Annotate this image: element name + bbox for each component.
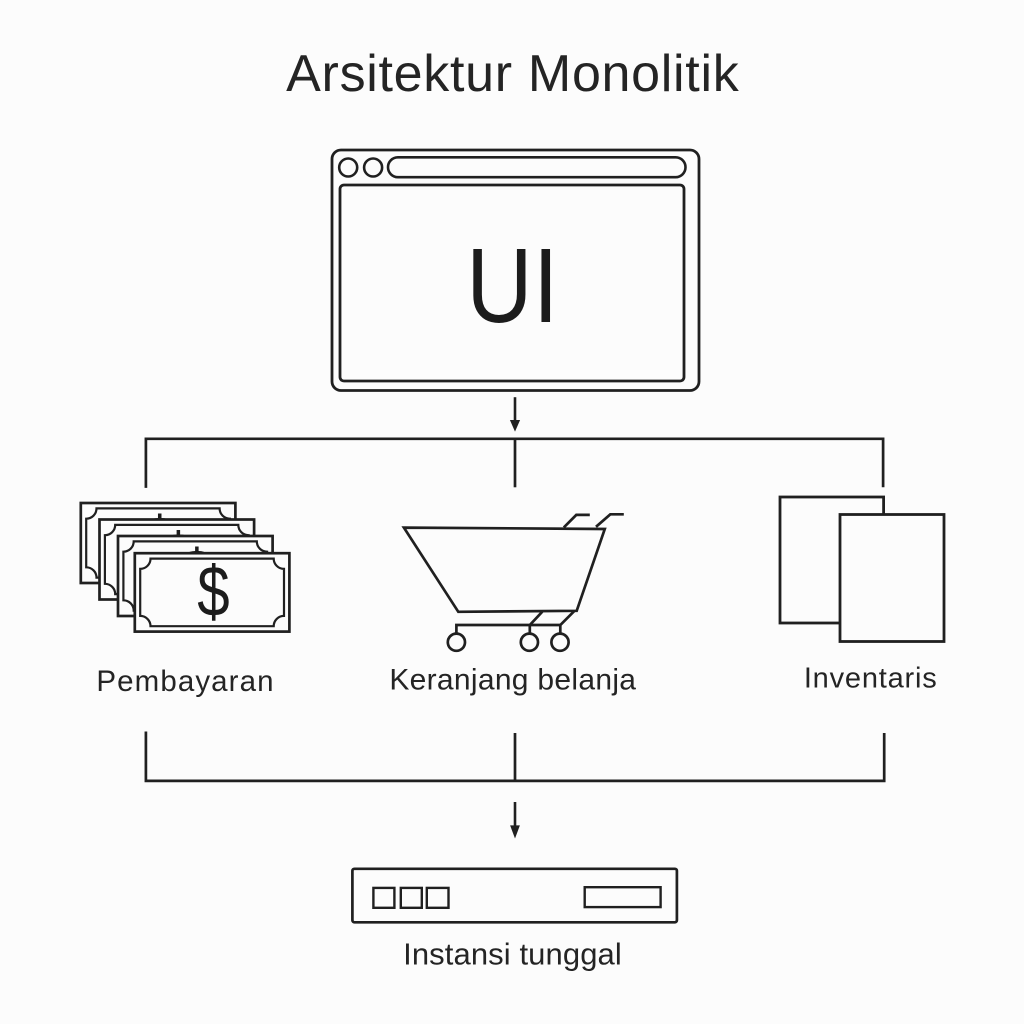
svg-text:Pembayaran: Pembayaran (96, 665, 274, 698)
svg-text:$: $ (197, 551, 229, 631)
svg-text:Keranjang belanja: Keranjang belanja (389, 664, 636, 697)
svg-text:Inventaris: Inventaris (804, 663, 938, 695)
svg-text:Instansi tunggal: Instansi tunggal (403, 937, 622, 972)
svg-text:UI: UI (466, 226, 559, 344)
svg-text:Arsitektur Monolitik: Arsitektur Monolitik (286, 45, 740, 103)
